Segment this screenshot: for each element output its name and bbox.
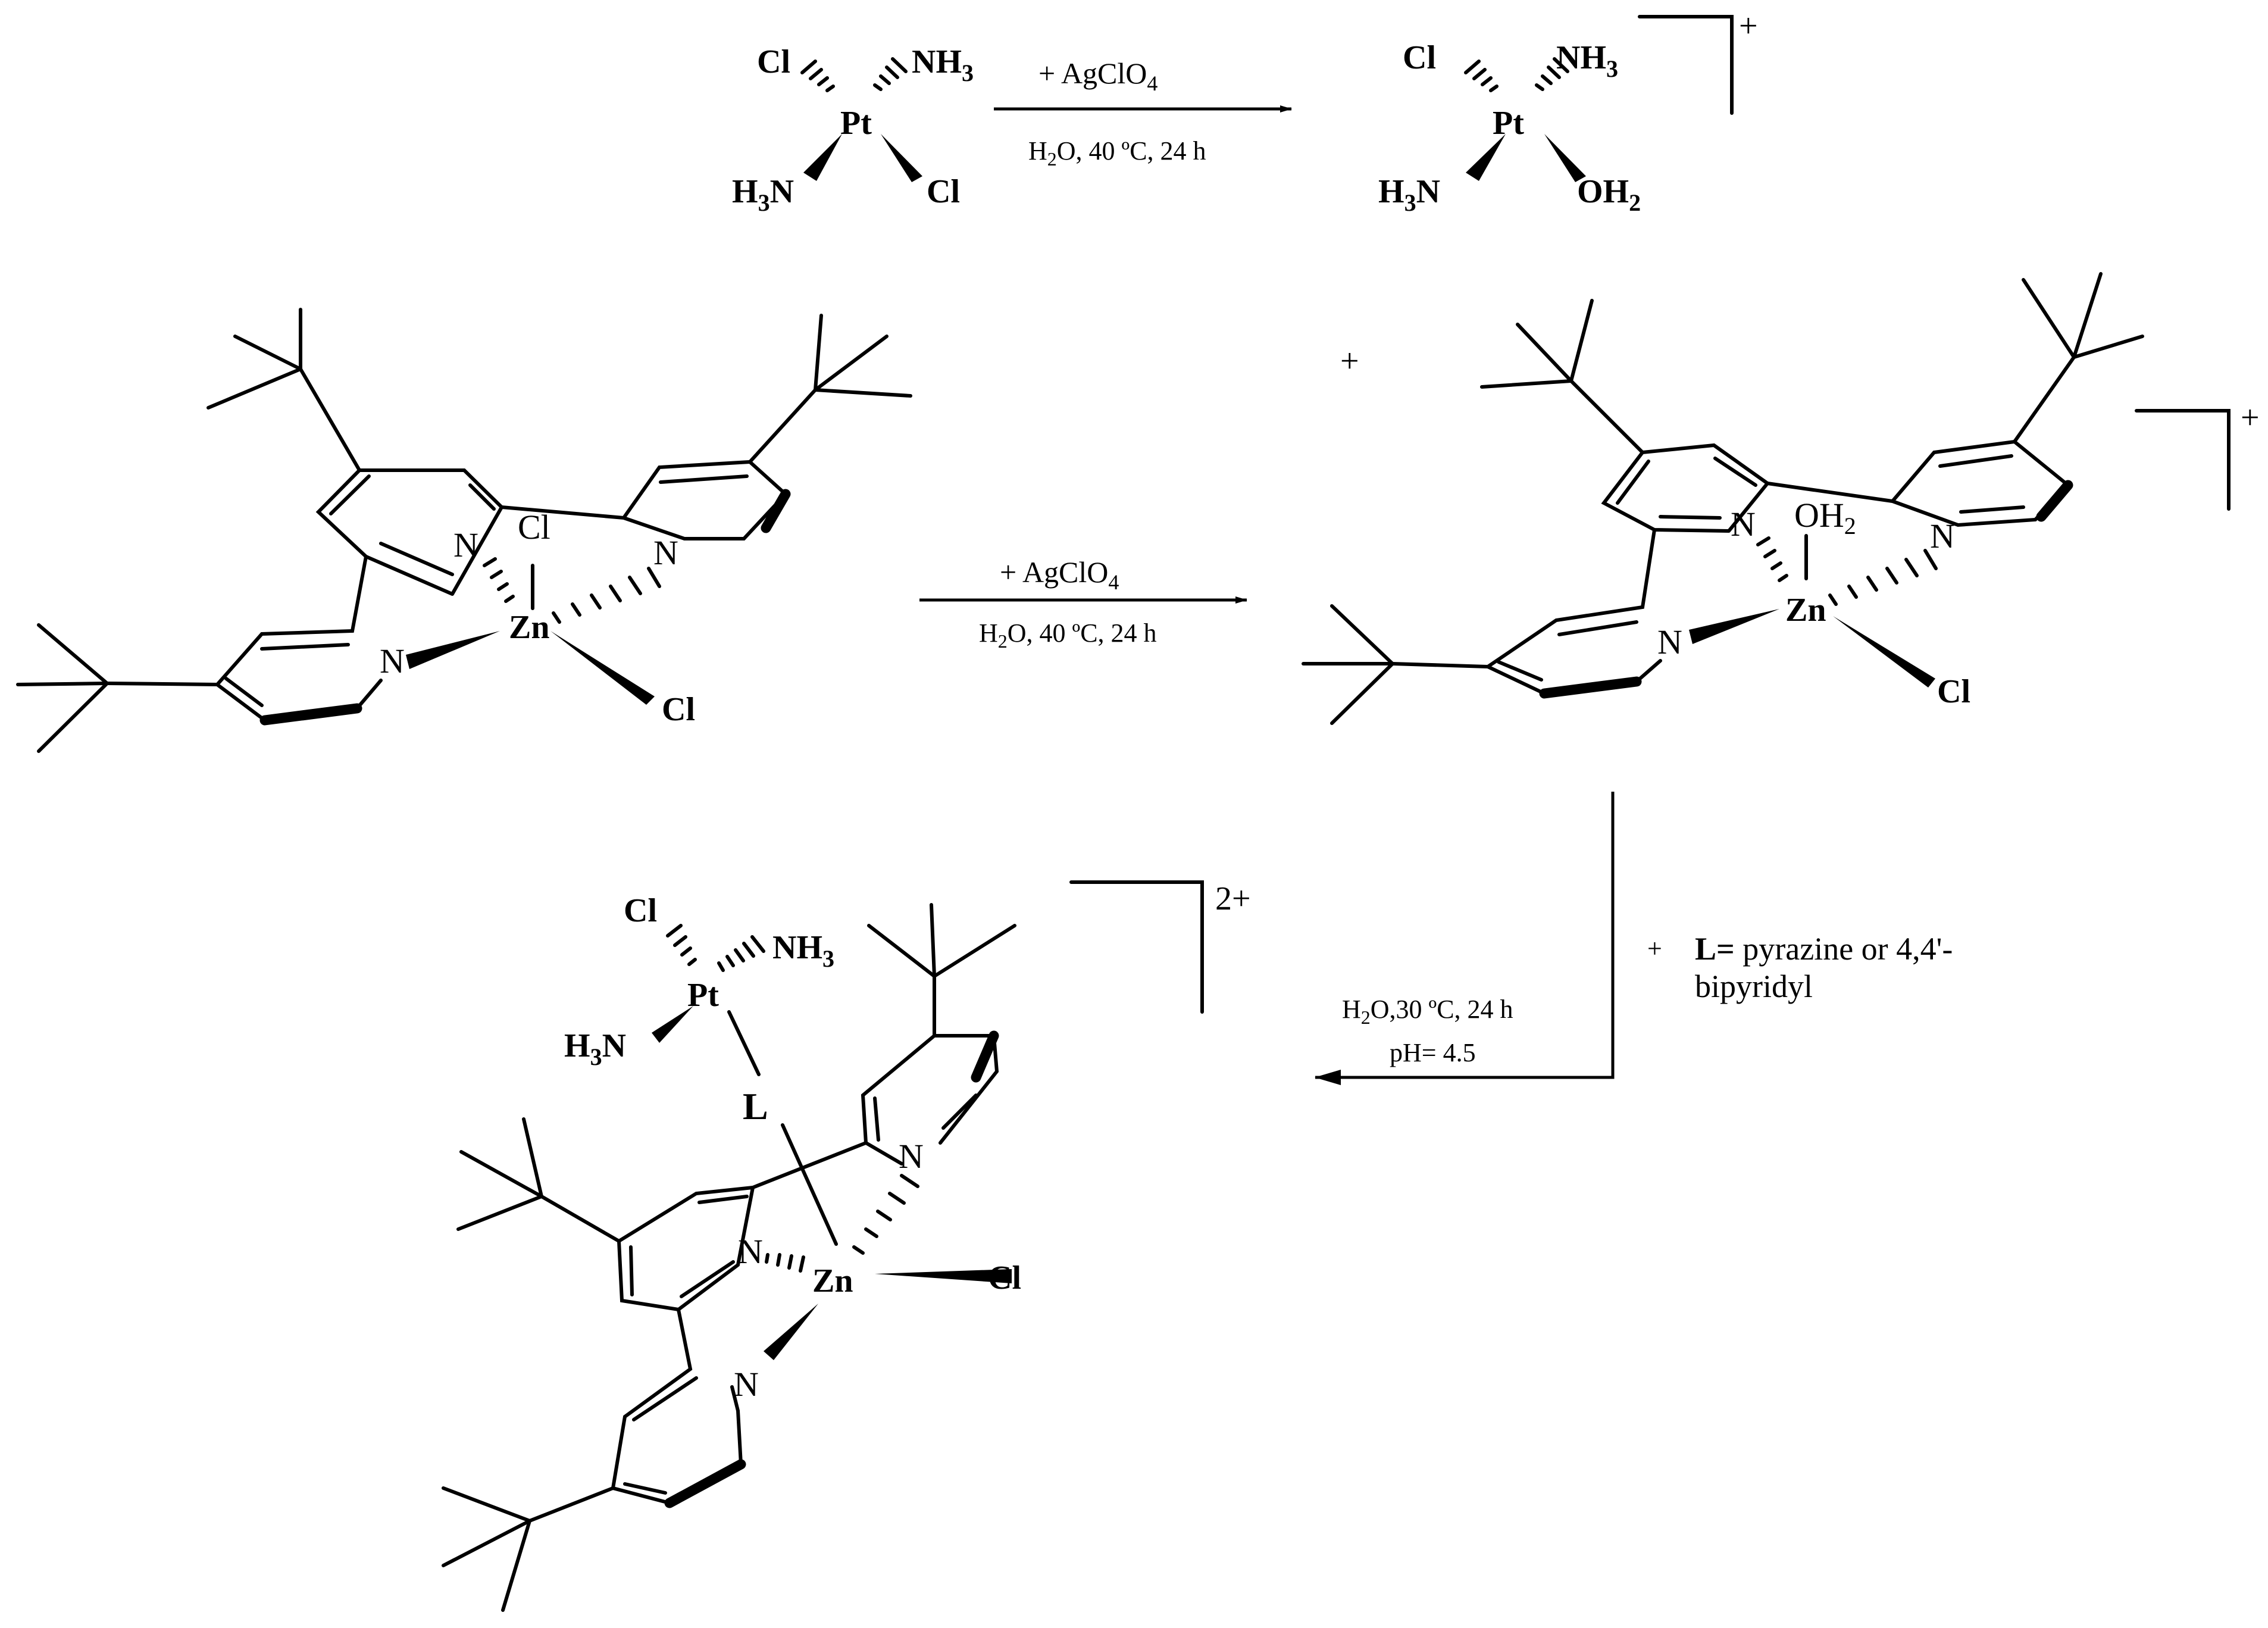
charge-label: + <box>1739 8 1758 45</box>
atom-label: Zn <box>812 1263 853 1299</box>
reaction-arrow-icon <box>1315 792 1615 1085</box>
hash-bond <box>1464 60 1499 92</box>
atom-label: Cl <box>1403 39 1436 76</box>
atom-label: Cl <box>988 1260 1021 1296</box>
atom-label: Cl <box>757 43 790 80</box>
hash-bond <box>552 567 661 624</box>
atom-label: H3N <box>1378 173 1440 216</box>
aqua-platinum-product: Cl NH3 Pt H3N OH2 + <box>1378 8 1758 216</box>
wedge-bond <box>764 1304 818 1360</box>
atom-label: Cl <box>927 173 960 210</box>
atom-label: NH3 <box>1556 39 1618 82</box>
atom-label: N <box>1930 517 1955 555</box>
atom-label: Cl <box>518 508 550 546</box>
reaction-reagent: + AgClO4 <box>1038 57 1158 95</box>
wedge-bond <box>881 134 922 182</box>
plus-sign: + <box>1647 934 1662 963</box>
atom-label: N <box>738 1232 763 1271</box>
charge-label: + <box>2241 399 2260 436</box>
atom-label: Cl <box>1937 673 1970 710</box>
atom-label: N <box>380 642 405 680</box>
hash-bond <box>800 60 835 92</box>
hash-bond <box>666 924 697 966</box>
reaction-arrow-2: + AgClO4 H2O, 40 ºC, 24 h <box>919 555 1247 652</box>
wedge-bond <box>1466 134 1506 181</box>
atom-label: Pt <box>840 105 872 142</box>
hash-bond <box>717 935 765 972</box>
wedge-bond <box>652 1006 693 1043</box>
charge-bracket-icon <box>1638 15 1734 115</box>
atom-label: Cl <box>662 691 695 728</box>
hash-bond <box>852 1174 919 1255</box>
atom-label: Zn <box>1785 592 1826 629</box>
hash-bond <box>1828 549 1938 606</box>
reaction-conditions: H2O, 40 ºC, 24 h <box>1028 136 1206 170</box>
atom-label: N <box>1731 505 1756 543</box>
atom-label: N <box>734 1365 759 1404</box>
reaction-reagent: + AgClO4 <box>1000 555 1119 594</box>
cisplatin-reactant: Cl NH3 Pt H3N Cl <box>732 43 974 216</box>
atom-label: N <box>653 533 678 572</box>
wedge-bond <box>1833 616 1935 688</box>
zn-terpyridine-dichloride: N N N Zn Cl Cl <box>16 308 912 753</box>
wedge-bond <box>803 134 842 181</box>
atom-label: Pt <box>687 977 719 1014</box>
atom-label: H3N <box>732 173 794 216</box>
zn-terpyridine-aqua-product: N N N Zn OH2 Cl + <box>1302 272 2260 725</box>
atom-label: N <box>899 1137 924 1176</box>
reaction-conditions: H2O, 40 ºC, 24 h <box>979 618 1157 652</box>
atom-label: OH2 <box>1794 496 1856 539</box>
atom-label: N <box>1657 623 1682 661</box>
ligand-definition: L= pyrazine or 4,4'- <box>1695 931 1953 967</box>
hash-bond <box>483 557 515 603</box>
wedge-bond <box>875 1269 1012 1283</box>
atom-label: NH3 <box>772 929 834 972</box>
atom-label: N <box>453 526 478 564</box>
atom-label: Cl <box>624 892 657 929</box>
atom-label: Zn <box>509 609 550 646</box>
reaction-arrow-3: + L= pyrazine or 4,4'- bipyridyl H2O,30 … <box>1315 792 1953 1085</box>
wedge-bond <box>1689 609 1779 644</box>
wedge-bond <box>1544 134 1586 182</box>
charge-label: 2+ <box>1215 880 1251 917</box>
hash-bond <box>765 1253 805 1273</box>
atom-label: OH2 <box>1577 173 1641 216</box>
wedge-bond <box>550 631 655 705</box>
ligand-definition-line2: bipyridyl <box>1695 968 1813 1004</box>
hash-bond <box>1535 57 1569 91</box>
reaction-ph: pH= 4.5 <box>1390 1038 1476 1067</box>
atom-label: Pt <box>1493 105 1524 142</box>
reaction-arrow-1: + AgClO4 H2O, 40 ºC, 24 h <box>994 57 1292 170</box>
atom-label: NH3 <box>912 43 974 86</box>
bridging-ligand-label: L <box>743 1085 768 1127</box>
plus-sign: + <box>1340 343 1359 380</box>
wedge-bond <box>406 631 500 669</box>
hash-bond <box>873 57 908 91</box>
charge-bracket-icon <box>1069 880 1204 1014</box>
atom-label: H3N <box>564 1027 626 1070</box>
bridged-pt-zn-product: Cl NH3 Pt H3N L <box>442 880 1251 1612</box>
reaction-conditions: H2O,30 ºC, 24 h <box>1342 995 1513 1028</box>
hash-bond <box>1756 536 1788 582</box>
charge-bracket-icon <box>2135 409 2231 511</box>
